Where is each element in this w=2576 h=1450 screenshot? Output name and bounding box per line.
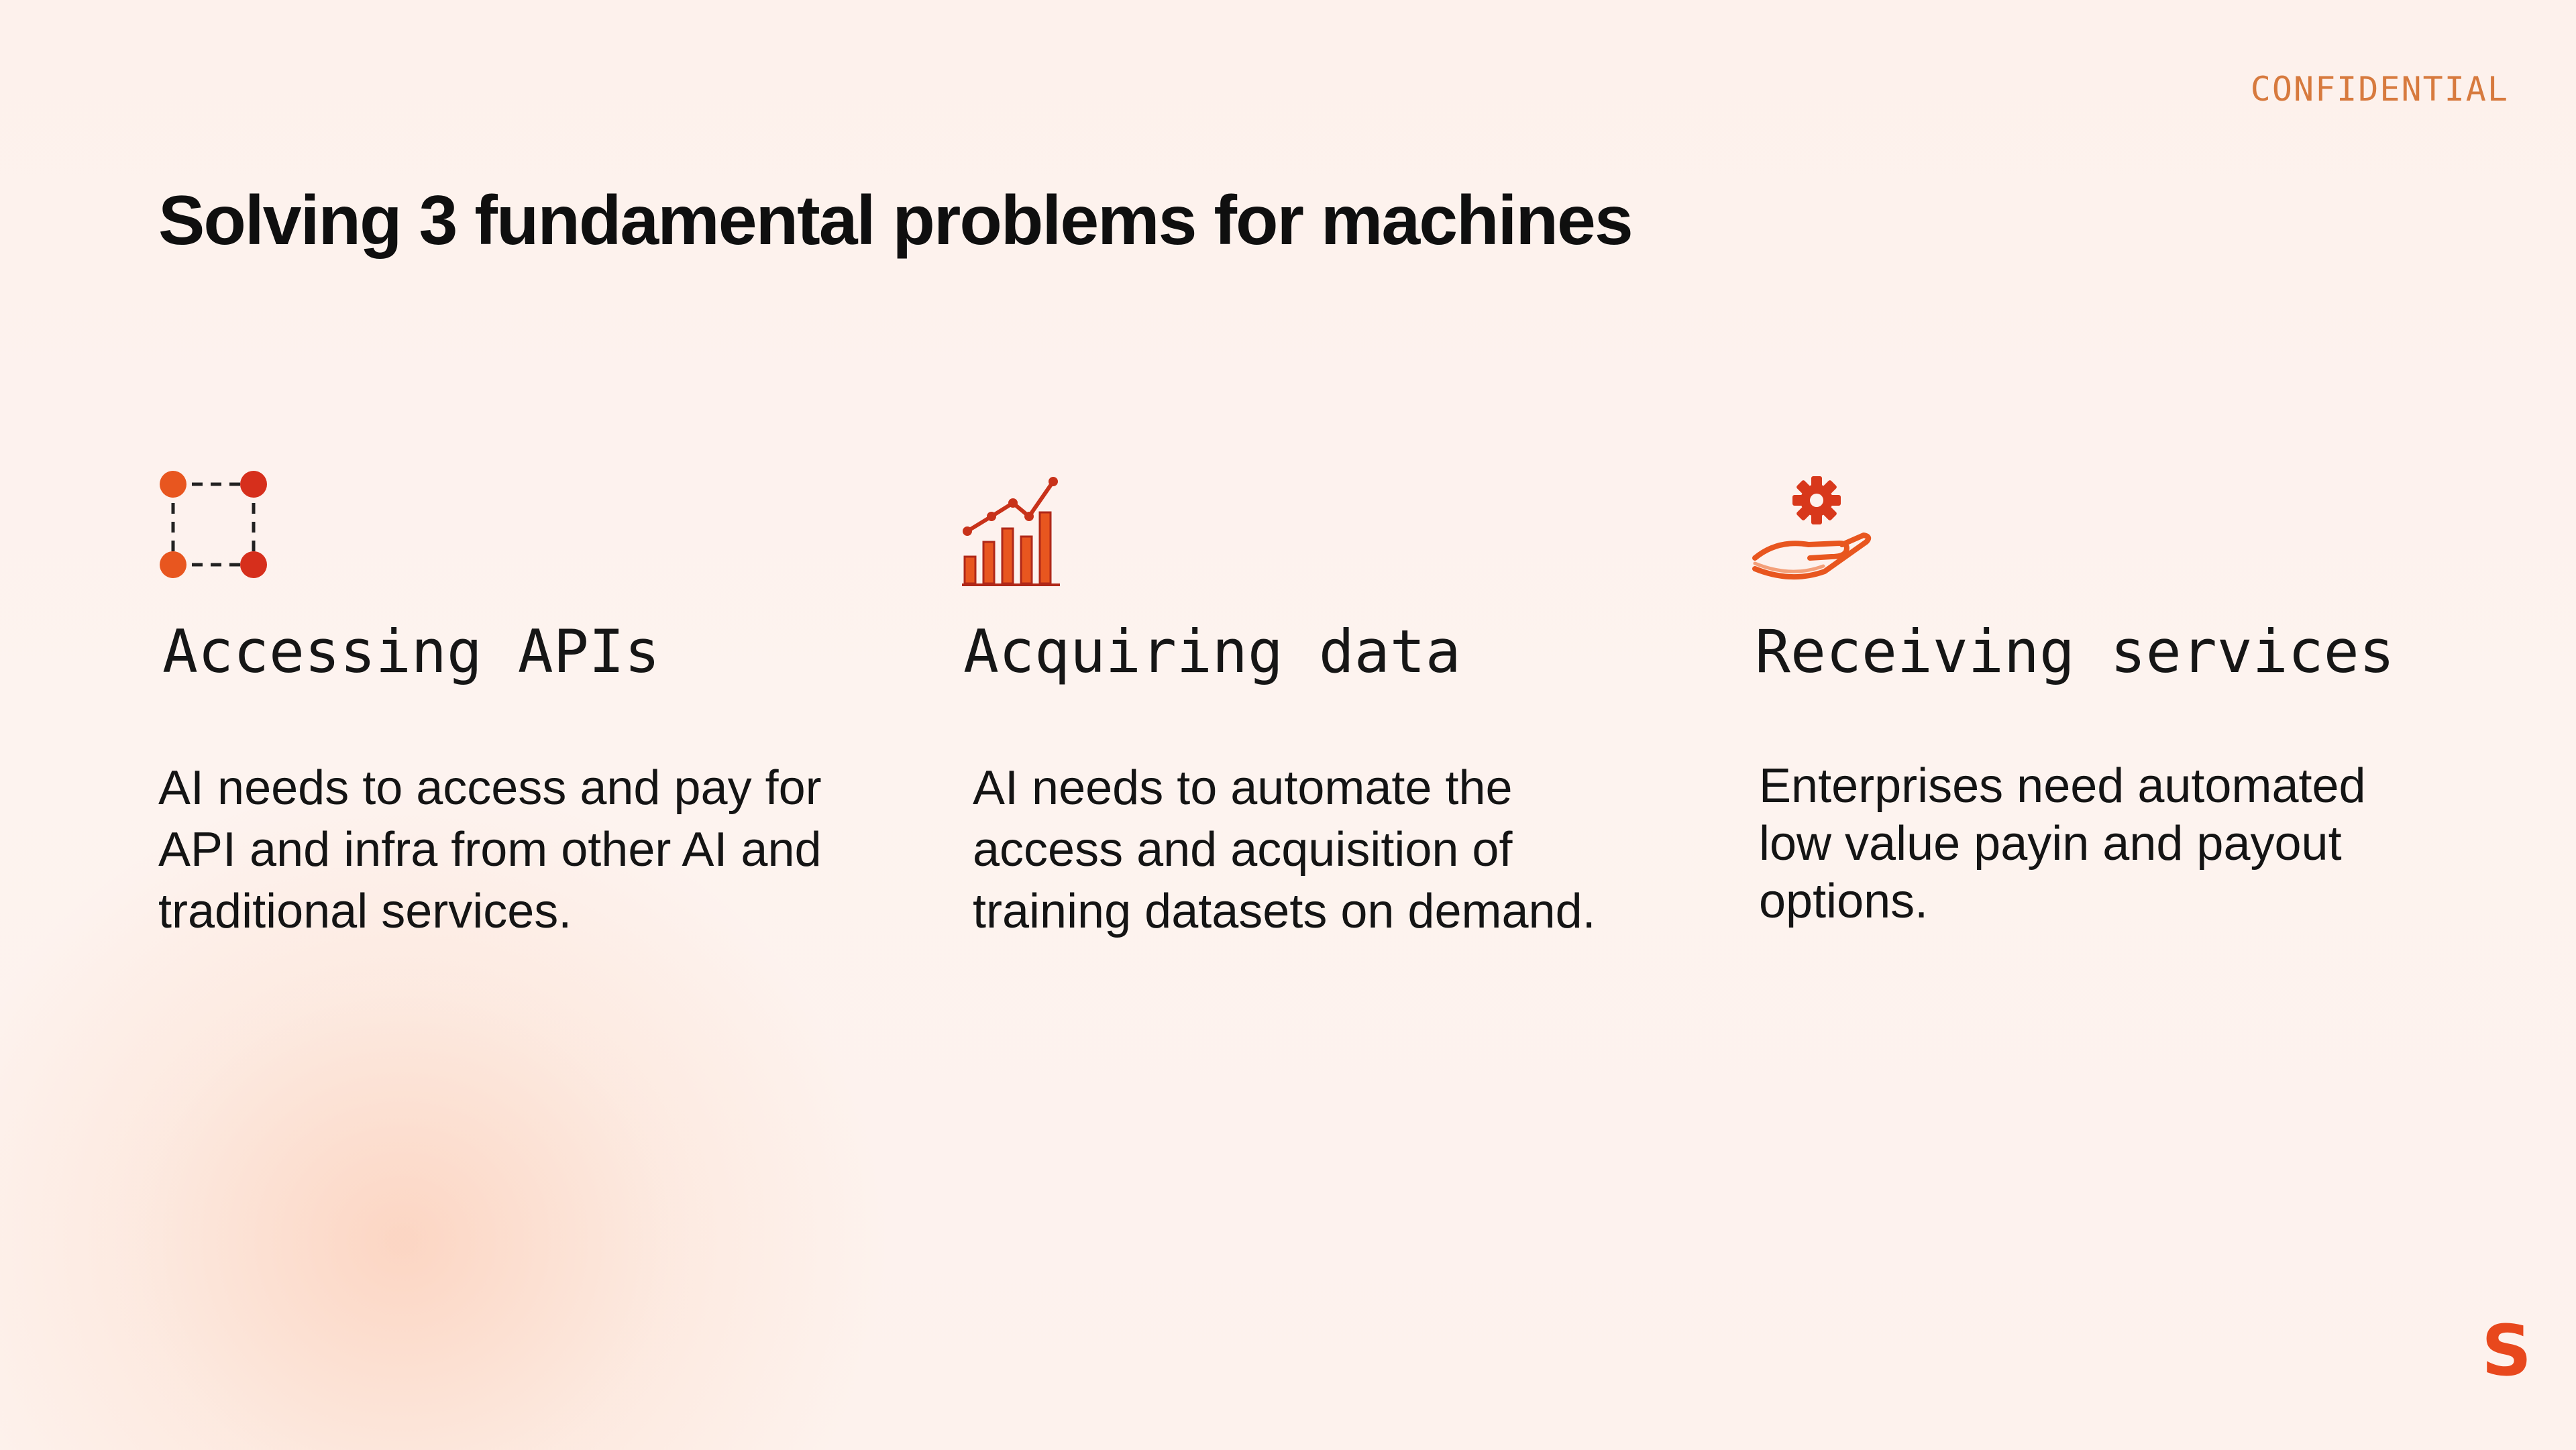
column-receiving-services: Receiving services Enterprises need auto… [1751,469,2422,930]
column-accessing-apis: Accessing APIs AI needs to access and pa… [158,469,829,942]
column-heading: Receiving services [1755,617,2395,686]
column-body: Enterprises need automated low value pay… [1759,759,2366,928]
column-heading: Acquiring data [963,617,1461,686]
column-acquiring-data: Acquiring data AI needs to automate the … [959,469,1630,942]
confidential-label: CONFIDENTIAL [2250,70,2509,109]
bar-chart-trend-icon [959,469,1080,590]
brand-logo: S [2481,1310,2532,1392]
slide-title: Solving 3 fundamental problems for machi… [158,182,1633,260]
column-body: AI needs to access and pay for API and i… [158,761,822,938]
hand-gear-icon [1751,469,1872,590]
column-heading: Accessing APIs [162,617,660,686]
column-body: AI needs to automate the access and acqu… [973,761,1596,938]
network-nodes-icon [158,469,279,590]
